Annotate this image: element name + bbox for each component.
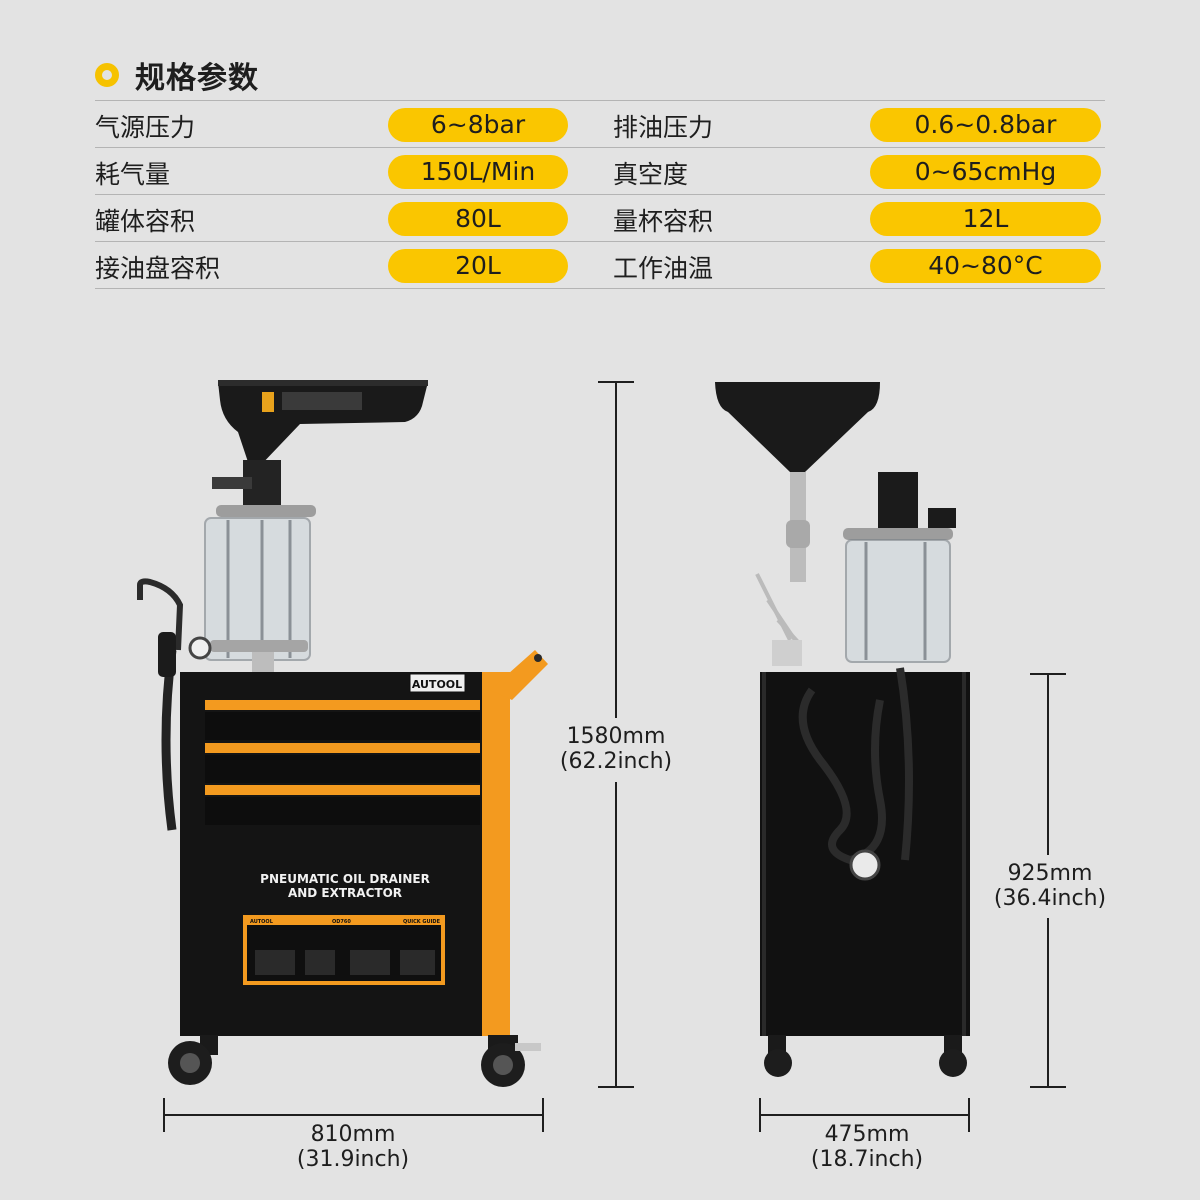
spec-value-pill: 6~8bar: [388, 108, 568, 142]
section-title: 规格参数: [135, 61, 259, 96]
front-view: AUTOOL PNEUMATIC OIL DRAINER AND EXTRACT…: [137, 380, 548, 1087]
spec-label: 接油盘容积: [95, 254, 221, 283]
width-inch: (31.9inch): [296, 1147, 410, 1172]
spec-label: 耗气量: [95, 160, 171, 189]
depth-mm: 475mm: [824, 1122, 910, 1147]
front-handle-frame: [482, 650, 548, 1036]
spec-label: 气源压力: [95, 113, 196, 142]
cabinet-height-inch: (36.4inch): [993, 886, 1107, 911]
width-dimension-label: 810mm (31.9inch): [273, 1122, 433, 1172]
panel-title-line2: AND EXTRACTOR: [288, 886, 402, 900]
spec-label: 真空度: [613, 160, 689, 189]
spec-value-pill: 20L: [388, 249, 568, 283]
spec-value-pill: 12L: [870, 202, 1101, 236]
spec-label: 工作油温: [613, 254, 714, 283]
side-canister: [843, 472, 956, 663]
side-probes: [755, 573, 802, 666]
spec-row: 罐体容积 80L 量杯容积 12L: [95, 195, 1105, 242]
spec-value-pill: 150L/Min: [388, 155, 568, 189]
section-header: 规格参数: [95, 52, 259, 98]
side-funnel: [715, 382, 880, 582]
front-hose: [137, 578, 212, 831]
height-dimension-label: 1580mm (62.2inch): [546, 724, 686, 774]
height-mm: 1580mm: [566, 724, 666, 749]
side-cabinet: [760, 667, 970, 1036]
cabinet-height-dimension-label: 925mm (36.4inch): [980, 861, 1120, 911]
width-mm: 810mm: [310, 1122, 396, 1147]
front-cabinet: AUTOOL PNEUMATIC OIL DRAINER AND EXTRACT…: [180, 672, 510, 1036]
depth-inch: (18.7inch): [810, 1147, 924, 1172]
spec-label: 量杯容积: [613, 207, 714, 236]
front-canister: [204, 460, 316, 680]
guide-model: OD760: [332, 919, 351, 925]
spec-label: 罐体容积: [95, 207, 196, 236]
spec-row: 气源压力 6~8bar 排油压力 0.6~0.8bar: [95, 101, 1105, 148]
cabinet-height-mm: 925mm: [1007, 861, 1093, 886]
spec-table: 气源压力 6~8bar 排油压力 0.6~0.8bar 耗气量 150L/Min…: [95, 100, 1105, 289]
spec-row: 耗气量 150L/Min 真空度 0~65cmHg: [95, 148, 1105, 195]
spec-label: 排油压力: [613, 113, 714, 142]
spec-value-pill: 0.6~0.8bar: [870, 108, 1101, 142]
height-inch: (62.2inch): [559, 749, 673, 774]
panel-title-line1: PNEUMATIC OIL DRAINER: [260, 872, 430, 886]
spec-row: 接油盘容积 20L 工作油温 40~80°C: [95, 242, 1105, 289]
ring-bullet-icon: [95, 63, 119, 87]
side-casters: [764, 1035, 967, 1077]
front-funnel: [218, 380, 428, 468]
dimension-lines: [163, 381, 1066, 1132]
spec-value-pill: 40~80°C: [870, 249, 1101, 283]
side-view: [715, 382, 970, 1077]
spec-value-pill: 80L: [388, 202, 568, 236]
front-casters: [168, 1035, 541, 1087]
guide-brand: AUTOOL: [250, 919, 274, 925]
brand-label: AUTOOL: [412, 678, 462, 691]
guide-title: QUICK GUIDE: [403, 919, 441, 925]
depth-dimension-label: 475mm (18.7inch): [787, 1122, 947, 1172]
spec-value-pill: 0~65cmHg: [870, 155, 1101, 189]
